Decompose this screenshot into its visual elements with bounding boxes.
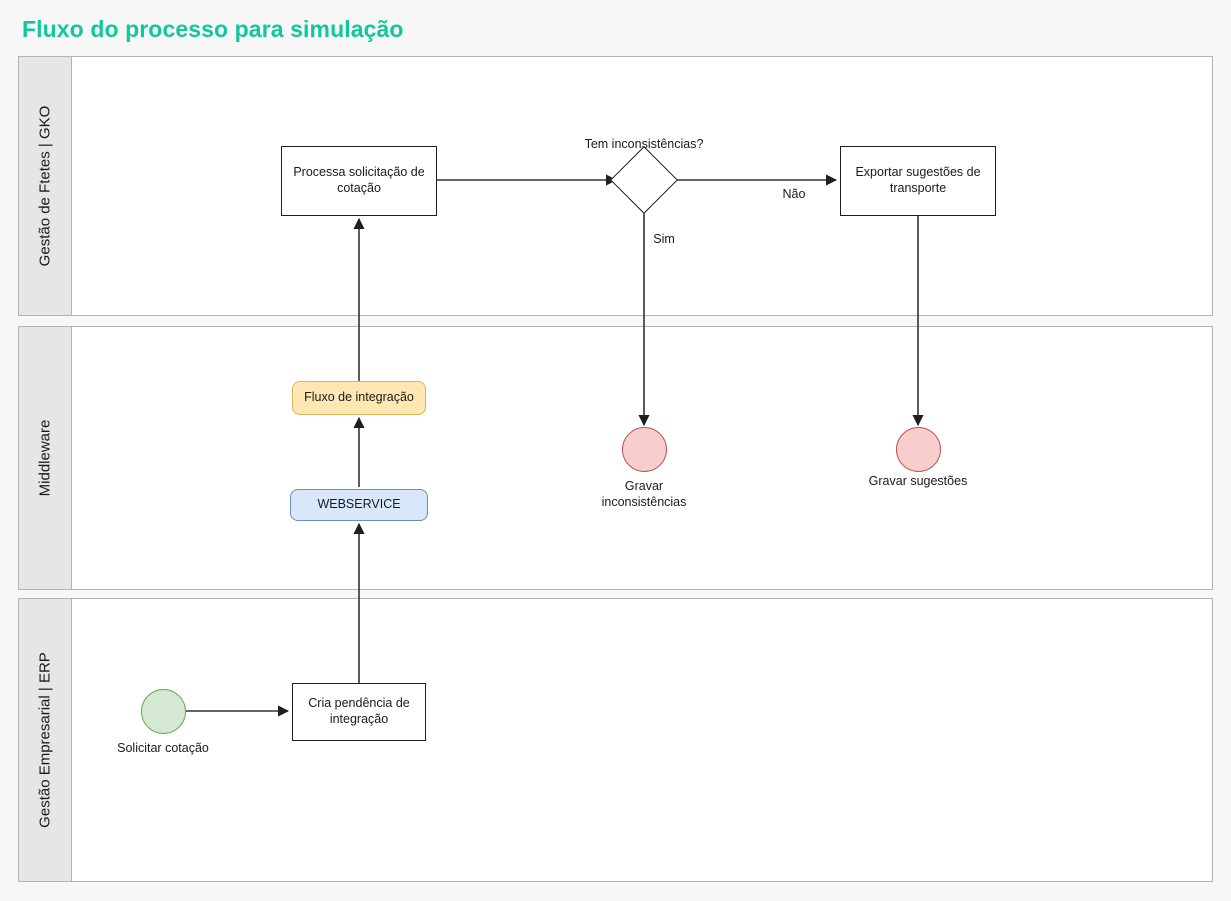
end-event-gravar-inconsistencias[interactable] [622, 427, 667, 472]
swimlane-label-erp: Gestão Empresarial | ERP [36, 652, 54, 828]
edge-label-sim: Sim [653, 232, 675, 246]
task-processa-solicitacao-cotacao[interactable]: Processa solicitação de cotação [281, 146, 437, 216]
swimlane-header-erp: Gestão Empresarial | ERP [18, 598, 72, 882]
start-event-solicitar-cotacao[interactable] [141, 689, 186, 734]
swimlane-body-erp [72, 598, 1213, 882]
swimlane-middleware: Middleware [18, 326, 1213, 590]
edge-label-nao: Não [782, 187, 806, 201]
end-event-label-gravar-sugestoes: Gravar sugestões [868, 474, 968, 488]
start-event-label-solicitar-cotacao: Solicitar cotação [117, 741, 209, 755]
swimlane-erp: Gestão Empresarial | ERP [18, 598, 1213, 882]
task-exportar-sugestoes-transporte[interactable]: Exportar sugestões de transporte [840, 146, 996, 216]
end-event-gravar-sugestoes[interactable] [896, 427, 941, 472]
swimlane-header-middleware: Middleware [18, 326, 72, 590]
end-event-label-gravar-inconsistencias: Gravar inconsistências [601, 479, 687, 510]
task-cria-pendencia-integracao[interactable]: Cria pendência de integração [292, 683, 426, 741]
task-fluxo-de-integracao[interactable]: Fluxo de integração [292, 381, 426, 415]
task-webservice[interactable]: WEBSERVICE [290, 489, 428, 521]
page-title: Fluxo do processo para simulação [22, 16, 404, 42]
gateway-label-tem-inconsistencias: Tem inconsistências? [584, 137, 704, 151]
swimlane-header-gko: Gestão de Ftetes | GKO [18, 56, 72, 316]
swimlane-label-gko: Gestão de Ftetes | GKO [36, 105, 54, 267]
swimlane-label-middleware: Middleware [36, 419, 54, 497]
